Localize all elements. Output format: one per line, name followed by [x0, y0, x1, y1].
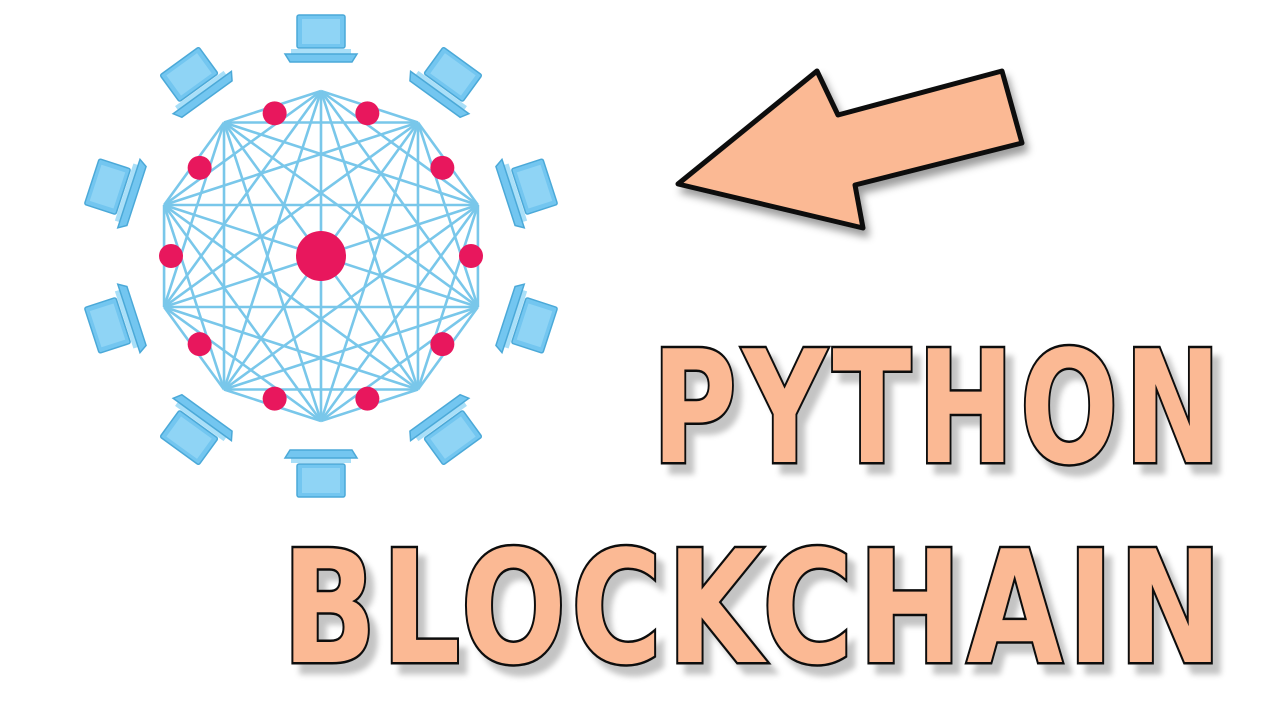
network-link [163, 305, 419, 391]
network-link [163, 121, 419, 207]
ring-node [355, 101, 380, 126]
laptop-icon [159, 46, 233, 119]
network-link [163, 204, 323, 422]
center-node [296, 231, 346, 281]
laptop-icon [283, 449, 359, 498]
network-link [163, 90, 323, 308]
laptop-icon [84, 283, 147, 355]
ring-node [262, 101, 287, 126]
ring-node [187, 332, 212, 357]
ring-node [430, 332, 455, 357]
arrow-icon [675, 68, 1025, 231]
laptop-icon [495, 157, 558, 229]
laptop-icon [409, 393, 483, 466]
title-line-blockchain: BLOCKCHAIN [282, 517, 1227, 699]
laptop-icon [159, 393, 233, 466]
network-link [223, 305, 479, 391]
ring-node [187, 155, 212, 180]
laptop-icon [409, 46, 483, 119]
blockchain-network-graphic [84, 14, 558, 498]
ring-node [159, 244, 183, 268]
laptop-icon [283, 14, 359, 63]
laptop-icon [84, 157, 147, 229]
network-link [319, 90, 479, 308]
network-link [319, 204, 479, 422]
computer-icons [84, 14, 558, 498]
ring-node [262, 386, 287, 411]
ring-node [459, 244, 483, 268]
title-line-python: PYTHON [652, 317, 1227, 499]
laptop-icon [495, 283, 558, 355]
ring-node [355, 386, 380, 411]
ring-node [430, 155, 455, 180]
network-mesh [162, 89, 480, 423]
network-link [223, 121, 479, 207]
network-nodes [159, 101, 483, 411]
